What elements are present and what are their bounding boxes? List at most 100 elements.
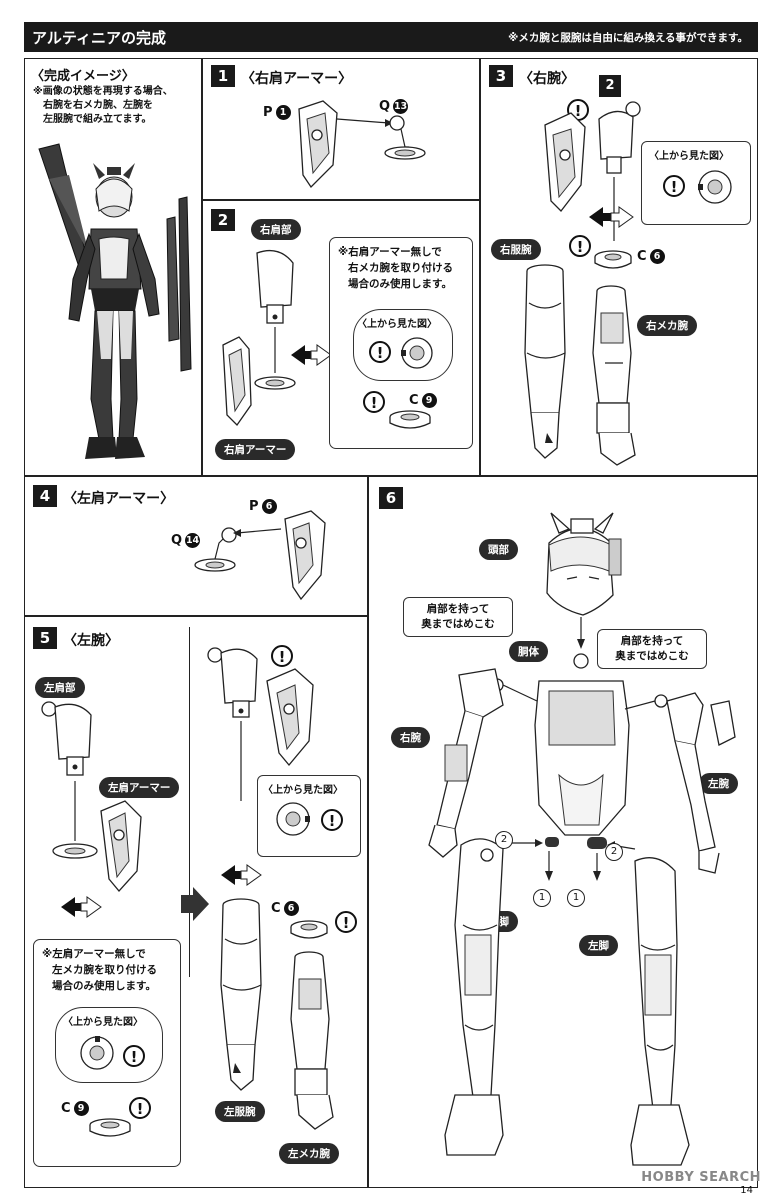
ring-part-topview-icon — [401, 337, 433, 369]
swap-arrow-icon — [61, 896, 102, 918]
page-title: アルティニアの完成 — [32, 29, 166, 47]
right-cloth-arm-illustration — [524, 264, 566, 459]
order-marker-1-left: 1 — [533, 889, 551, 907]
step5-panel: 5 〈左腕〉 左肩部 左肩アーマー ※左肩アーマー無しで 左メカ腕を取り付ける … — [24, 616, 368, 1188]
part-reference-number: 2 — [599, 75, 621, 97]
next-step-arrow-icon — [181, 887, 209, 921]
label-torso: 胴体 — [509, 641, 548, 662]
label-left-shoulder: 左肩部 — [35, 677, 85, 698]
step1-title: 〈右肩アーマー〉 — [241, 71, 353, 87]
step4-number: 4 — [33, 485, 57, 507]
step6-note-right: 肩部を持って 奥まではめこむ — [597, 629, 707, 669]
left-shoulder-illustration — [41, 701, 142, 892]
step3-topview-label: 〈上から見た図〉 — [649, 151, 729, 162]
label-right-shoulder: 右肩部 — [251, 219, 301, 240]
complete-image-panel: 〈完成イメージ〉 ※画像の状態を再現する場合、 右腕を右メカ腕、左腕を 左服腕で… — [24, 58, 202, 476]
step3-number: 3 — [489, 65, 513, 87]
step5-number: 5 — [33, 627, 57, 649]
step3-topview-bubble — [641, 141, 751, 225]
ring-part-c9-icon — [89, 1118, 131, 1137]
completed-figure-illustration — [38, 143, 192, 459]
order-marker-2-left: 2 — [495, 831, 513, 849]
warning-icon: ! — [271, 645, 293, 667]
note-line: ※画像の状態を再現する場合、 — [33, 86, 173, 97]
ring-part-topview-icon — [276, 802, 310, 836]
step5-topview-label-2: 〈上から見た図〉 — [263, 785, 343, 796]
warning-icon: ! — [569, 235, 591, 257]
callout-line: ※右肩アーマー無しで — [338, 246, 442, 258]
warning-icon: ! — [363, 391, 385, 413]
note-line: 右腕を右メカ腕、左腕を — [43, 100, 153, 111]
label-right-shoulder-armor: 右肩アーマー — [215, 439, 296, 460]
callout-line: 左メカ腕を取り付ける — [52, 964, 157, 976]
step4-title: 〈左肩アーマー〉 — [63, 491, 175, 507]
callout-line: 右メカ腕を取り付ける — [348, 262, 453, 274]
note-line: 左服腕で組み立てます。 — [43, 114, 152, 125]
label-left-mecha-arm: 左メカ腕 — [279, 1143, 339, 1164]
step6-panel: 6 頭部 胴体 肩部を持って 奥まではめこむ 肩部を持って 奥まではめこむ 右腕… — [368, 476, 758, 1188]
warning-icon: ! — [123, 1045, 145, 1067]
label-right-mecha-arm: 右メカ腕 — [637, 315, 697, 336]
right-shoulder-assembly-illustration — [544, 101, 641, 241]
step2-panel: 2 右肩部 右肩アーマー ※右肩アーマー無しで 右メカ腕を取り付ける 場合のみ使… — [202, 200, 480, 476]
callout-line: 場合のみ使用します。 — [348, 278, 452, 290]
watermark: HOBBY SEARCH — [641, 1170, 761, 1185]
divider — [189, 627, 190, 977]
warning-icon: ! — [369, 341, 391, 363]
label-left-leg: 左脚 — [579, 935, 618, 956]
step5-topview-label-1: 〈上から見た図〉 — [63, 1017, 143, 1028]
left-cloth-arm-illustration — [220, 898, 262, 1091]
note-line: 奥まではめこむ — [421, 618, 495, 630]
callout-line: 場合のみ使用します。 — [52, 980, 156, 992]
ring-part-c6-icon — [594, 250, 632, 269]
note-line: 肩部を持って — [426, 603, 490, 615]
step6-note-left: 肩部を持って 奥まではめこむ — [403, 597, 513, 637]
step2-number: 2 — [211, 209, 235, 231]
full-assembly-illustration — [428, 512, 736, 1166]
warning-icon: ! — [129, 1097, 151, 1119]
ring-part-c6-icon — [290, 920, 328, 939]
step5-title: 〈左腕〉 — [63, 633, 119, 649]
complete-image-note: ※画像の状態を再現する場合、 右腕を右メカ腕、左腕を 左服腕で組み立てます。 — [33, 85, 173, 127]
warning-icon: ! — [321, 809, 343, 831]
page-number: 14 — [740, 1185, 753, 1196]
warning-icon: ! — [335, 911, 357, 933]
header-note: ※メカ腕と服腕は自由に組み換える事ができます。 — [508, 32, 748, 44]
label-left-cloth-arm: 左服腕 — [215, 1101, 265, 1122]
step6-number: 6 — [379, 487, 403, 509]
complete-image-title: 〈完成イメージ〉 — [31, 69, 135, 84]
note-line: 肩部を持って — [620, 635, 684, 647]
swap-arrow-icon — [221, 864, 262, 886]
label-left-shoulder-armor: 左肩アーマー — [99, 777, 180, 798]
right-shoulder-illustration — [222, 249, 296, 427]
label-right-cloth-arm: 右服腕 — [491, 239, 541, 260]
right-shoulder-armor-illustration — [298, 100, 426, 189]
left-shoulder-armor-illustration — [194, 510, 326, 601]
label-head: 頭部 — [479, 539, 518, 560]
right-mecha-arm-illustration — [592, 285, 636, 466]
order-marker-2-right: 2 — [605, 843, 623, 861]
step3-title: 〈右腕〉 — [519, 71, 575, 87]
label-left-arm: 左腕 — [699, 773, 738, 794]
step2-topview-bubble — [353, 309, 453, 381]
left-mecha-arm-illustration — [290, 951, 334, 1130]
note-line: 奥まではめこむ — [615, 650, 689, 662]
step1-number: 1 — [211, 65, 235, 87]
left-shoulder-assembly-illustration — [207, 647, 314, 801]
swap-arrow-icon — [589, 206, 634, 228]
label-right-arm: 右腕 — [391, 727, 430, 748]
install-arrow-icon — [291, 344, 332, 366]
warning-icon: ! — [663, 175, 685, 197]
callout-line: ※左肩アーマー無しで — [42, 948, 146, 960]
